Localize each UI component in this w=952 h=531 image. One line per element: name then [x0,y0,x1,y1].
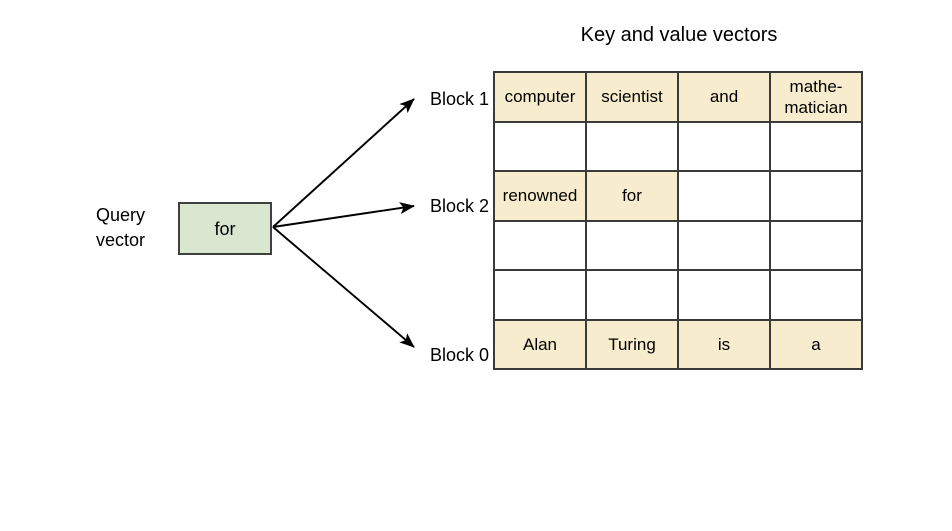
table-cell[interactable]: is [677,318,771,370]
block-label-1: Block 1 [429,89,489,109]
arrow-to-block-1 [272,98,415,228]
table-cell-text: is [717,334,731,354]
table-cell-text: mathe- matician [784,76,848,117]
table-cell[interactable]: computer [493,71,587,123]
table-cell[interactable]: a [769,318,863,370]
table-cell[interactable] [585,120,679,172]
table-cell[interactable]: and [677,71,771,123]
table-cell[interactable] [493,269,587,321]
table-row [493,269,863,321]
table-cell[interactable]: for [585,170,679,222]
table-row: computer scientist and mathe- matician [493,71,863,123]
table-cell[interactable] [585,269,679,321]
table-cell[interactable] [769,219,863,271]
table-row: renowned for [493,170,863,222]
table-cell-text: Turing [608,334,656,354]
table-cell-text: computer [504,87,576,107]
query-vector-label-line1: Query [96,205,146,225]
table-cell-text: and [709,87,739,107]
table-row [493,120,863,172]
key-value-table: computer scientist and mathe- matician r… [493,71,863,370]
table-cell[interactable]: scientist [585,71,679,123]
table-cell[interactable] [493,219,587,271]
table-cell[interactable] [677,269,771,321]
query-vector-label-line2: vector [96,230,146,250]
query-vector-label: Query vector [96,203,174,253]
arrow-to-block-2 [272,202,415,228]
table-cell[interactable] [769,170,863,222]
table-cell[interactable]: mathe- matician [769,71,863,123]
query-vector-token: for [214,218,236,239]
table-cell[interactable] [677,170,771,222]
table-cell[interactable]: Alan [493,318,587,370]
table-row [493,219,863,271]
table-cell[interactable]: Turing [585,318,679,370]
arrow-to-block-0 [272,226,415,348]
table-row: Alan Turing is a [493,318,863,370]
block-label-0: Block 0 [429,345,489,365]
table-cell[interactable] [677,219,771,271]
block-label-2: Block 2 [429,196,489,216]
table-cell-text: renowned [502,186,578,206]
table-cell[interactable]: renowned [493,170,587,222]
table-cell[interactable] [677,120,771,172]
table-cell-text: a [811,334,821,354]
query-vector-box[interactable]: for [178,202,272,255]
table-cell[interactable] [769,269,863,321]
page-title: Key and value vectors [580,24,778,46]
table-cell-text: Alan [522,334,558,354]
table-cell-text: for [622,186,642,206]
table-cell-text: scientist [601,87,663,107]
table-cell[interactable] [769,120,863,172]
table-cell[interactable] [493,120,587,172]
table-cell[interactable] [585,219,679,271]
